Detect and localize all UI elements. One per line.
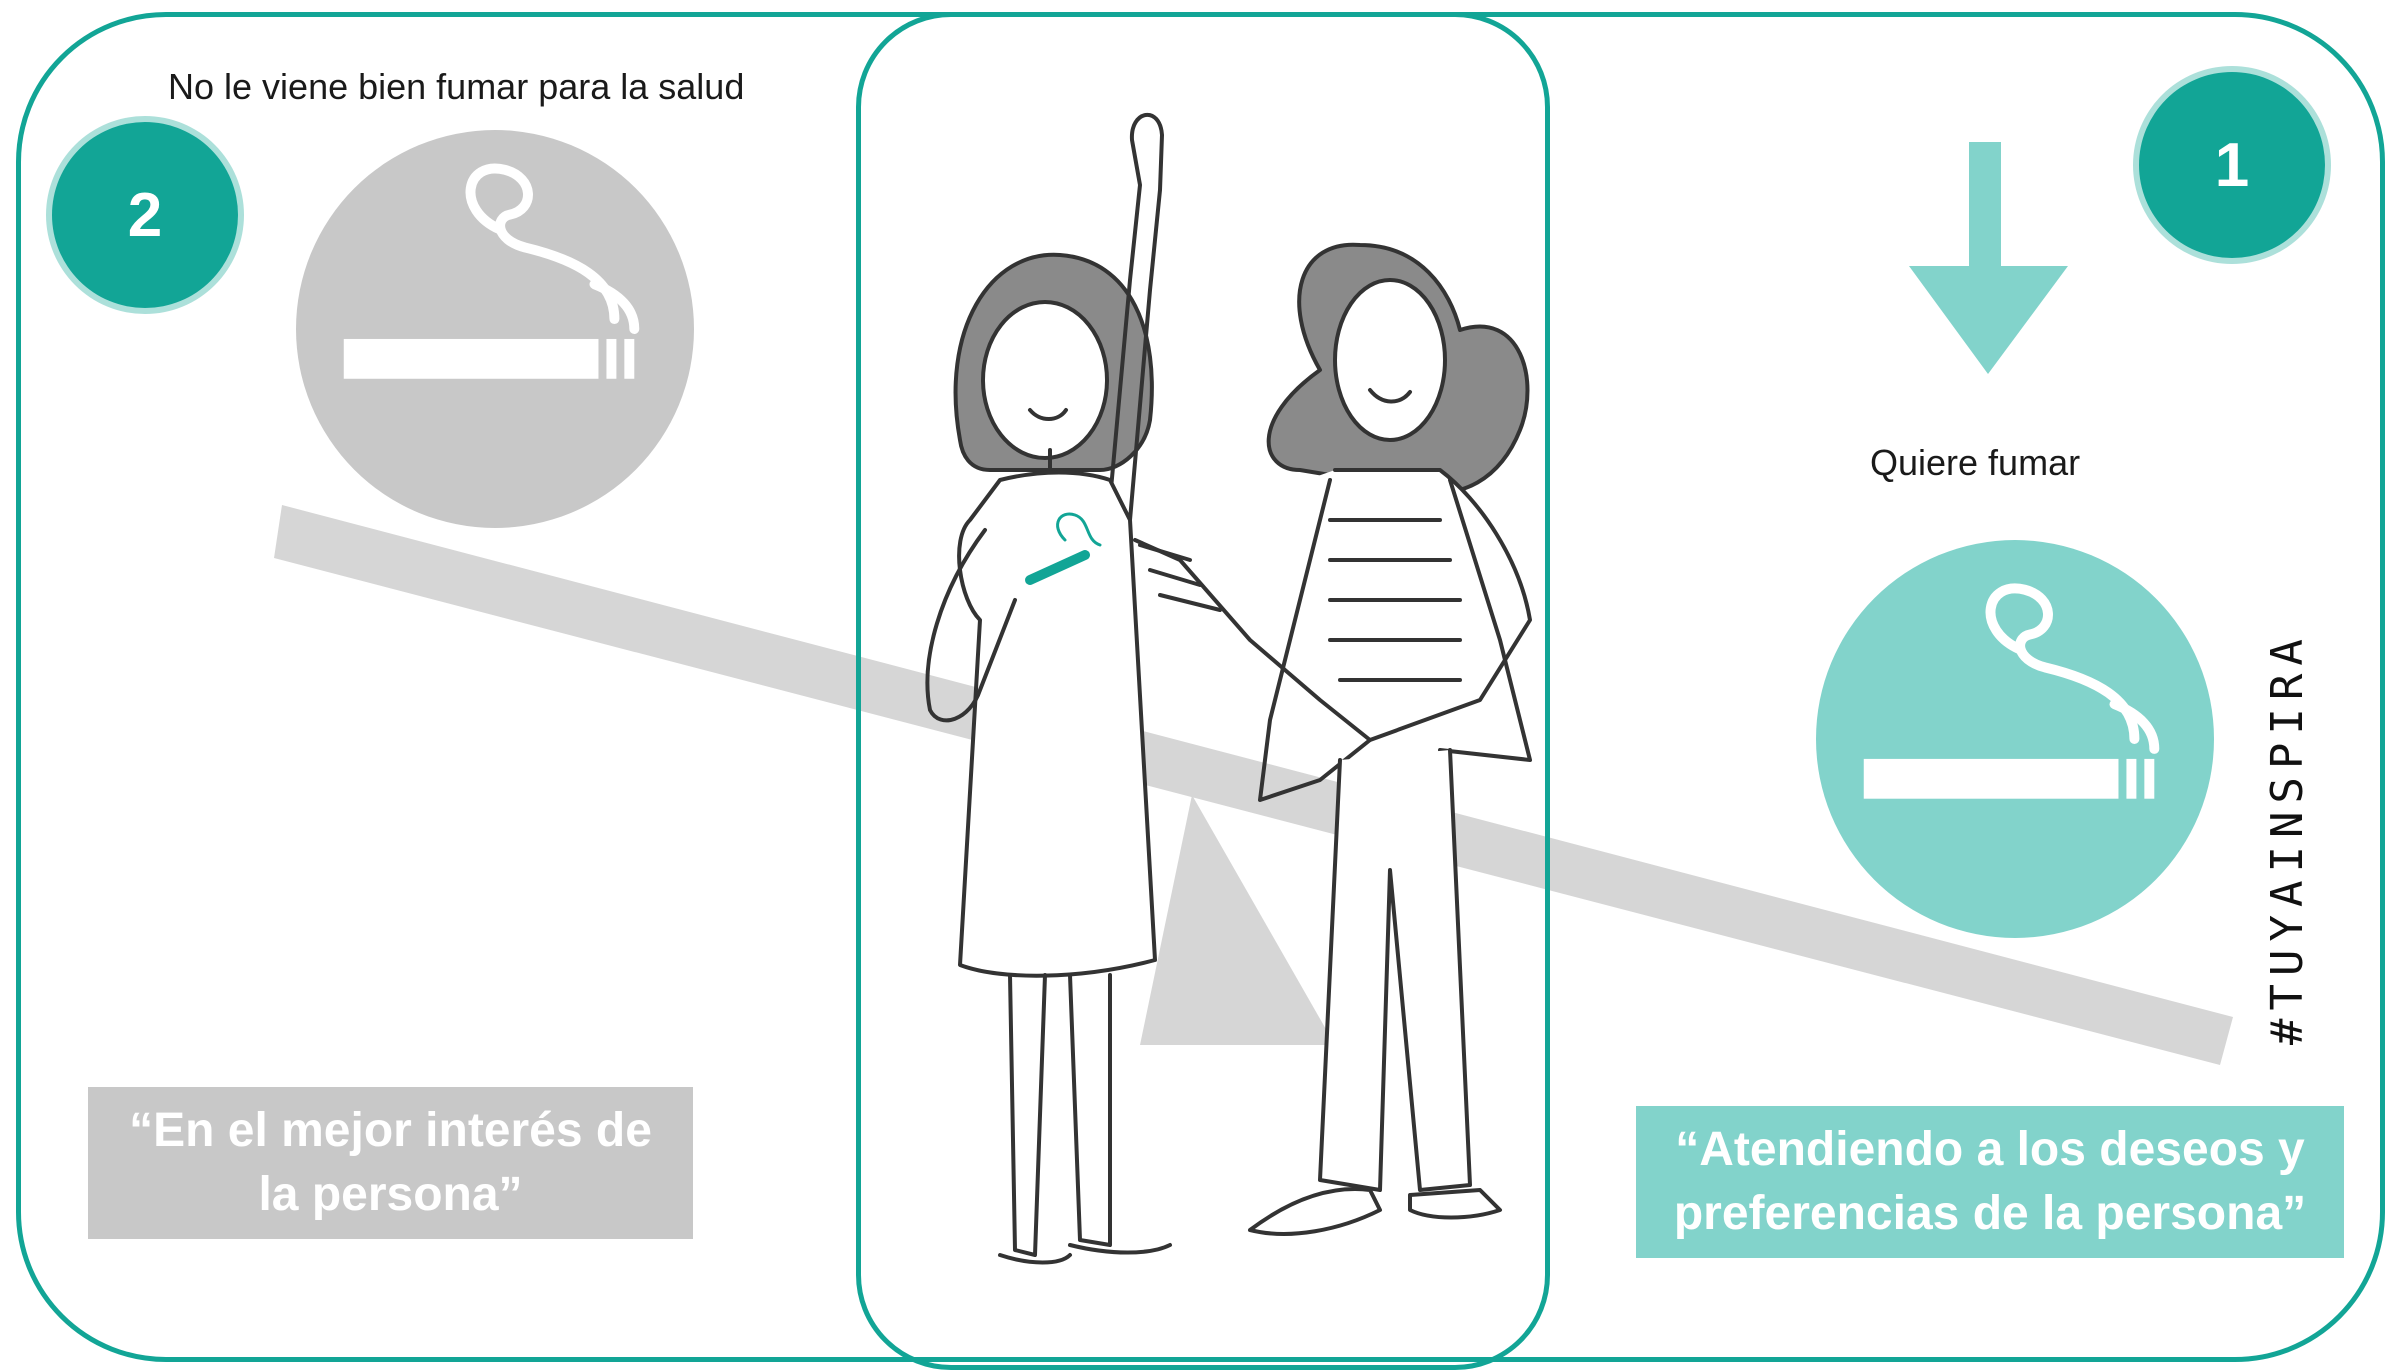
seesaw-plank <box>274 505 2233 1065</box>
left-quote: “En el mejor interés de la persona” <box>88 1087 693 1239</box>
seesaw-fulcrum <box>1140 795 1335 1045</box>
badge-2: 2 <box>52 122 238 308</box>
woman1-face <box>981 300 1109 460</box>
woman2-legs <box>1318 748 1472 1192</box>
right-quote: “Atendiendo a los deseos y preferencias … <box>1636 1106 2344 1258</box>
badge-1: 1 <box>2139 72 2325 258</box>
smoking-icon <box>296 130 694 528</box>
woman1-dress <box>957 470 1157 978</box>
left-caption: No le viene bien fumar para la salud <box>168 66 745 107</box>
woman2-face <box>1333 278 1447 442</box>
smoking-icon <box>1816 540 2214 938</box>
right-caption: Quiere fumar <box>1870 442 2081 483</box>
woman2-top <box>1133 468 1532 742</box>
woman1-raised-arm <box>1108 113 1164 522</box>
